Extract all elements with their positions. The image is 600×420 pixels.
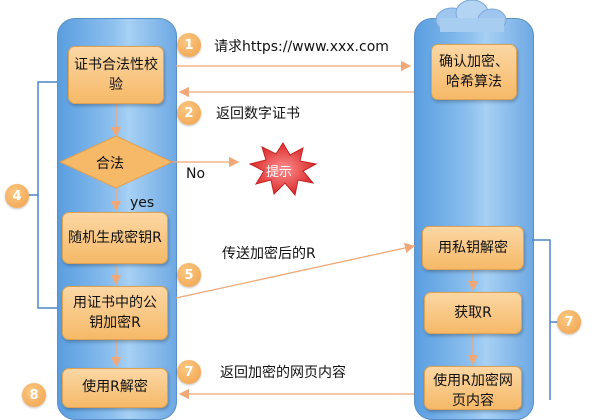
alert-label: 提示	[266, 165, 293, 180]
step-text-request: 请求https://www.xxx.com	[214, 39, 389, 55]
check-cert-text: 证书合法性校验	[74, 57, 158, 93]
step-badge-4: 4	[5, 184, 29, 208]
arrow-send-r	[175, 242, 416, 299]
cloud-icon	[435, 0, 507, 33]
bracket-server	[532, 239, 551, 400]
gen-random-box: 随机生成密钥R	[62, 212, 168, 264]
get-r-text: 获取R	[454, 305, 492, 321]
gen-random-text: 随机生成密钥R	[68, 230, 162, 246]
confirm-algo-box: 确认加密、哈希算法	[431, 44, 517, 100]
encrypt-page-text: 使用R加密网页内容	[433, 373, 513, 409]
encrypt-r-box: 用证书中的公钥加密R	[62, 286, 168, 340]
confirm-algo-text: 确认加密、哈希算法	[439, 54, 509, 90]
decrypt-page-box: 使用R解密	[62, 368, 168, 408]
step-badge-7-return: 7	[177, 360, 201, 384]
get-r-box: 获取R	[424, 292, 522, 334]
decrypt-private-text: 用私钥解密	[438, 240, 508, 256]
step-text-certificate: 返回数字证书	[216, 106, 300, 122]
step-badge-7-server: 7	[557, 310, 581, 334]
valid-diamond	[58, 135, 174, 189]
step-text-return-page: 返回加密的网页内容	[220, 365, 346, 381]
step-text-send-r: 传送加密后的R	[222, 246, 316, 262]
check-cert-box: 证书合法性校验	[68, 46, 164, 104]
bracket-client	[37, 81, 57, 309]
decrypt-private-box: 用私钥解密	[422, 226, 524, 270]
step-badge-1: 1	[177, 33, 201, 57]
step-badge-2: 2	[177, 101, 201, 125]
flow-connectors	[28, 0, 560, 400]
alert-burst-icon	[248, 142, 318, 197]
diamond-label: 合法	[96, 156, 124, 172]
encrypt-page-box: 使用R加密网页内容	[424, 366, 522, 410]
decrypt-page-text: 使用R解密	[82, 379, 148, 395]
step-badge-5: 5	[177, 263, 201, 287]
no-label: No	[186, 166, 206, 182]
step-badge-8: 8	[22, 383, 46, 407]
encrypt-r-text: 用证书中的公钥加密R	[73, 295, 157, 331]
yes-label: yes	[130, 195, 155, 211]
